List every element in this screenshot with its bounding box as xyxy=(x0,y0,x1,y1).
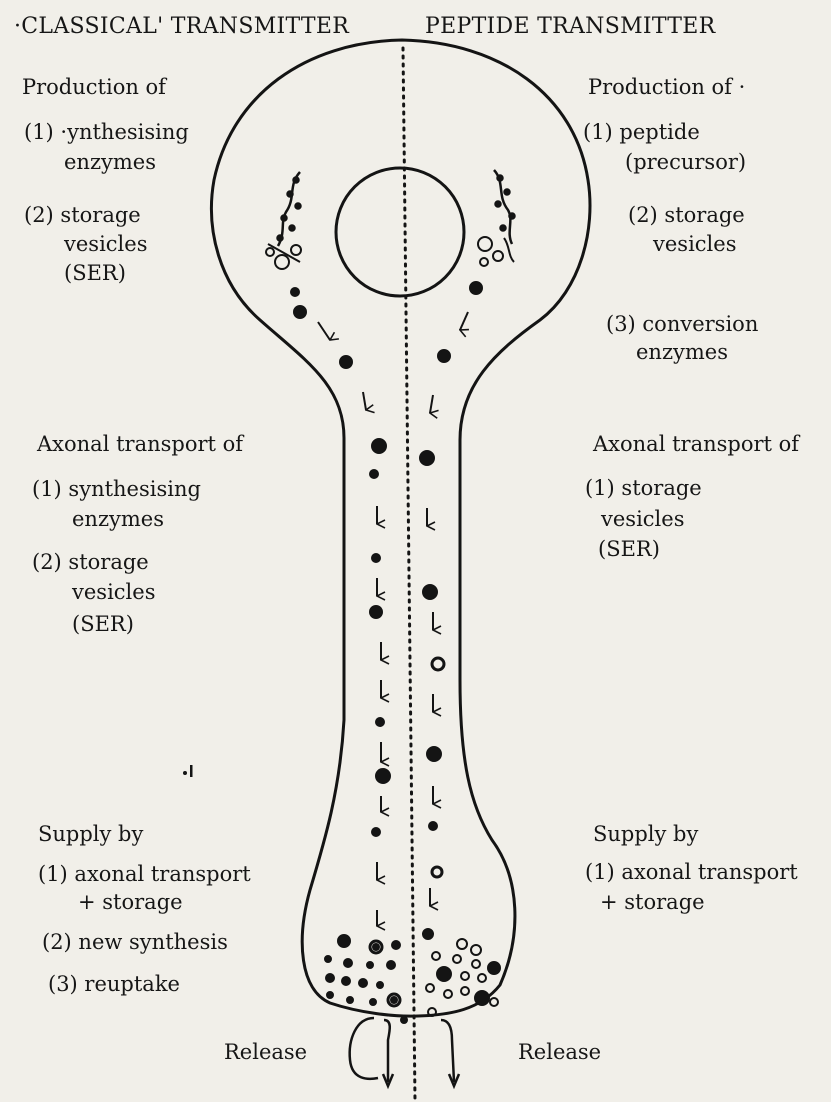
left-terminal-vesicles xyxy=(325,935,407,1023)
left-production-item1-line1: (1) ·ynthesising xyxy=(24,120,189,144)
peptide-transmitter-header: PEPTIDE TRANSMITTER xyxy=(425,14,715,39)
right-transport-heading: Axonal transport of xyxy=(593,432,799,456)
right-production-item1-line2: (precursor) xyxy=(625,150,746,174)
left-production-item2-line1: (2) storage xyxy=(24,203,141,227)
left-supply-item1-line2: + storage xyxy=(78,890,183,914)
right-transport-item1-line3: (SER) xyxy=(598,537,660,561)
left-transport-item1-line2: enzymes xyxy=(72,507,164,531)
classical-transmitter-header: ·CLASSICAL' TRANSMITTER xyxy=(14,14,349,39)
left-supply-heading: Supply by xyxy=(38,822,143,846)
left-release-label: Release xyxy=(224,1040,307,1064)
left-supply-item3: (3) reuptake xyxy=(48,972,180,996)
right-release-label: Release xyxy=(518,1040,601,1064)
left-transport-item1-line1: (1) synthesising xyxy=(32,477,201,501)
neuron-outline xyxy=(211,40,590,1016)
right-production-item3-line2: enzymes xyxy=(636,340,728,364)
right-er-structure-icon xyxy=(494,170,515,244)
right-production-heading: Production of · xyxy=(588,75,745,99)
right-golgi-vesicles-icon xyxy=(478,237,514,266)
right-transport-item1-line1: (1) storage xyxy=(585,476,702,500)
right-production-item3-line1: (3) conversion xyxy=(606,312,758,336)
right-production-item2-line2: vesicles xyxy=(653,232,736,256)
left-transport-item2-line1: (2) storage xyxy=(32,550,149,574)
right-supply-item1-line1: (1) axonal transport xyxy=(585,860,798,884)
stray-marks xyxy=(183,765,193,777)
left-transport-item2-line3: (SER) xyxy=(72,612,134,636)
left-release-arrow xyxy=(350,1018,393,1086)
nucleus xyxy=(336,168,464,296)
left-supply-item1-line1: (1) axonal transport xyxy=(38,862,251,886)
divider-dotted-line xyxy=(403,48,415,1100)
left-production-item2-line2: vesicles xyxy=(64,232,147,256)
left-transport-heading: Axonal transport of xyxy=(37,432,243,456)
right-transport-column xyxy=(420,282,482,906)
left-production-heading: Production of xyxy=(22,75,166,99)
left-golgi-vesicles-icon xyxy=(266,244,301,269)
right-supply-heading: Supply by xyxy=(593,822,698,846)
right-supply-item1-line2: + storage xyxy=(600,890,705,914)
right-terminal-vesicles xyxy=(423,929,500,1016)
left-production-item2-line3: (SER) xyxy=(64,261,126,285)
right-release-arrow xyxy=(441,1020,459,1086)
left-supply-item2: (2) new synthesis xyxy=(42,930,228,954)
right-transport-item1-line2: vesicles xyxy=(601,507,684,531)
right-production-item1-line1: (1) peptide xyxy=(583,120,700,144)
left-er-structure-icon xyxy=(278,172,301,246)
left-production-item1-line2: enzymes xyxy=(64,150,156,174)
left-transport-column xyxy=(291,288,390,926)
right-production-item2-line1: (2) storage xyxy=(628,203,745,227)
left-transport-item2-line2: vesicles xyxy=(72,580,155,604)
